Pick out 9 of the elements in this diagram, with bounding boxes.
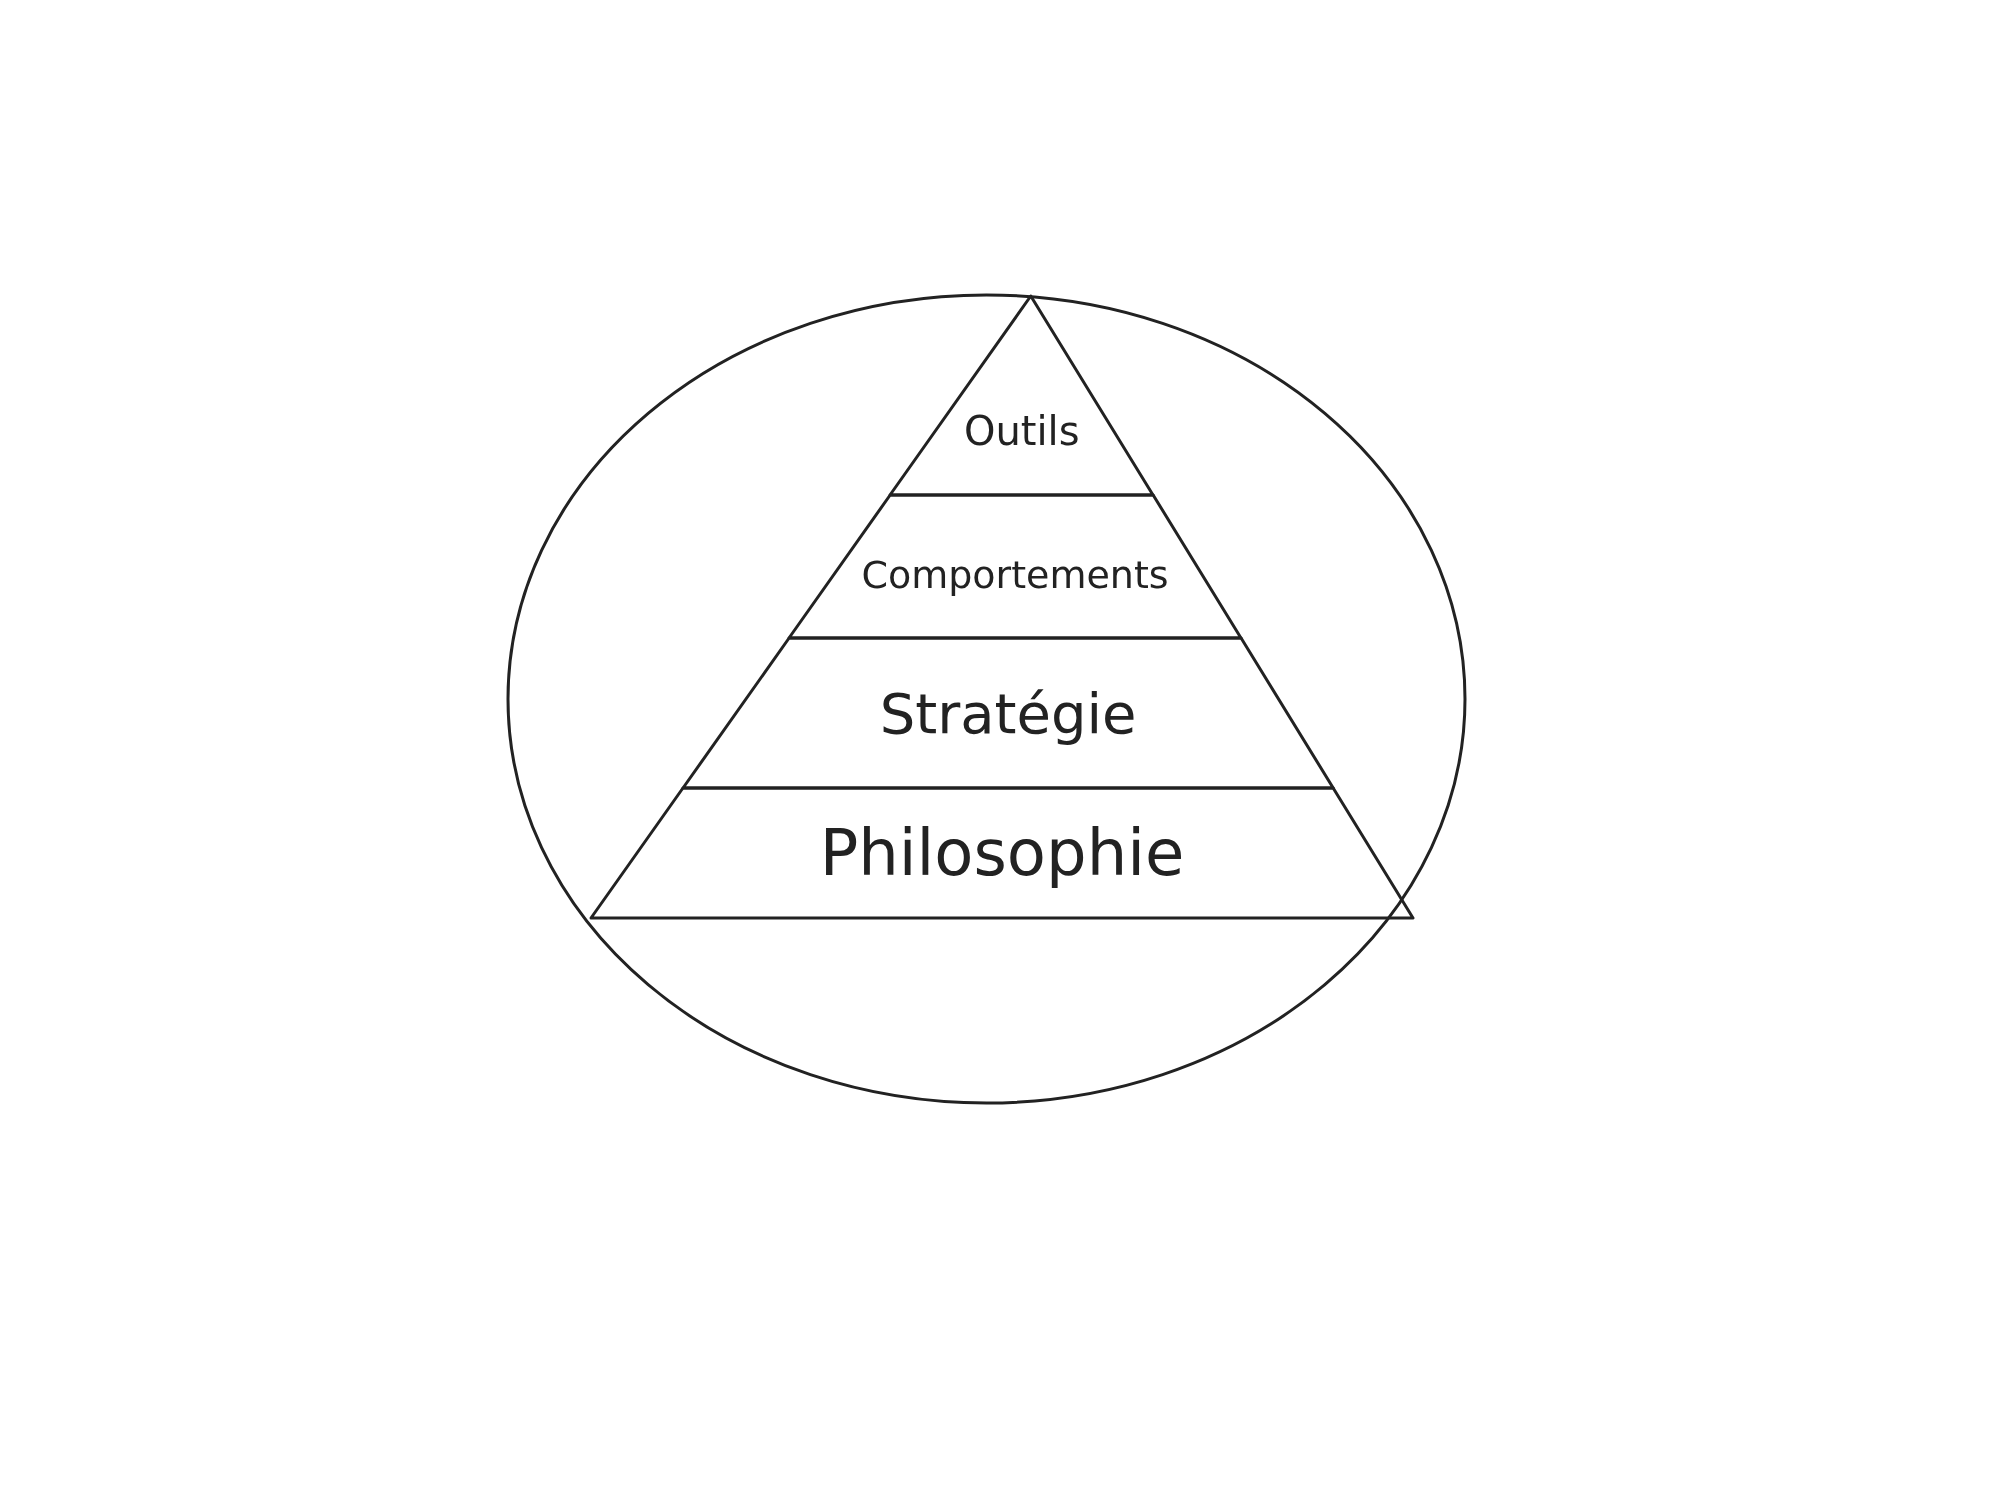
pyramid-tier bbox=[591, 788, 1413, 918]
pyramid-tier bbox=[789, 495, 1241, 638]
tier-label: Comportements bbox=[861, 553, 1169, 598]
pyramid-tier bbox=[682, 638, 1334, 788]
tier-label: Outils bbox=[963, 408, 1080, 455]
pyramid-tier bbox=[890, 296, 1154, 495]
tier-label: Philosophie bbox=[819, 816, 1185, 890]
tier-label: Stratégie bbox=[879, 680, 1137, 746]
circle-outline bbox=[506, 293, 1467, 1105]
